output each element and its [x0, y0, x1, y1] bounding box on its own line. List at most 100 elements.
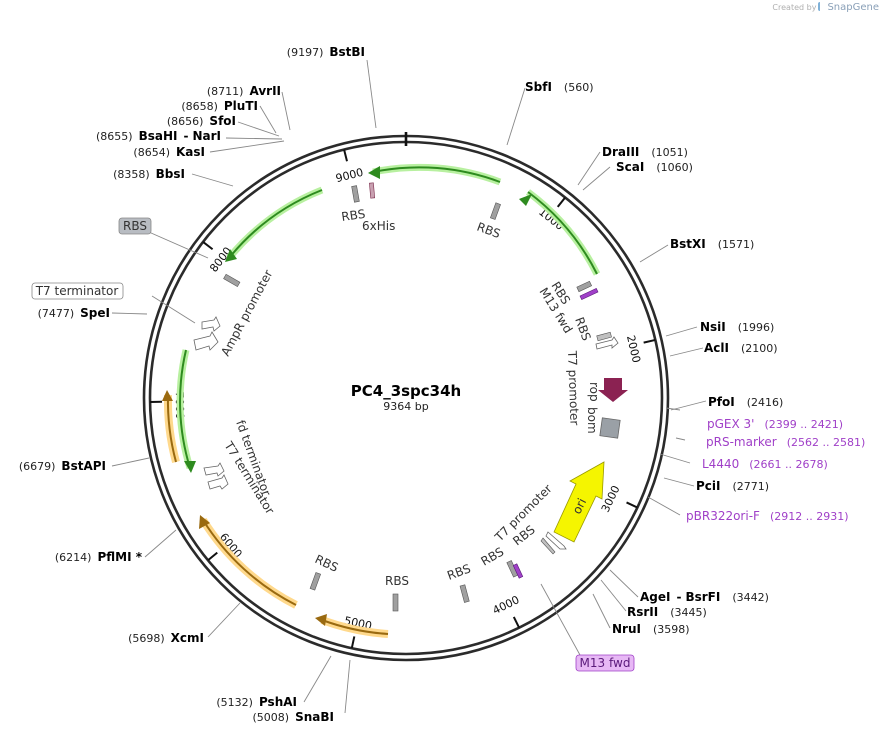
orange-arc-bottom-left	[202, 519, 297, 606]
rbs-box-label: RBS	[123, 219, 147, 233]
enzyme-avrii[interactable]: (8711)AvrII	[207, 84, 281, 98]
primer-prs-marker[interactable]: pRS-marker(2562 .. 2581)	[706, 435, 865, 449]
enzyme-pcii[interactable]: PciI(2771)	[696, 479, 769, 493]
boxed-feature-labels: RBS T7 terminator M13 fwd	[31, 217, 635, 672]
rbs-marker	[540, 537, 556, 555]
enzyme-bsahi[interactable]: (8655)BsaHI-NarI	[96, 129, 221, 143]
plasmid-length: 9364 bp	[383, 400, 428, 413]
enzyme-bbsi[interactable]: (8358)BbsI	[113, 167, 185, 181]
cds-arc-top-left	[228, 189, 323, 259]
rbs-box[interactable]	[118, 217, 152, 235]
enzyme-pluti[interactable]: (8658)PluTI	[181, 99, 258, 113]
restriction-sites: (9197)BstBI SbfI(560) DraIII(1051)ScaI(106…	[19, 45, 783, 724]
enzyme-xcmi[interactable]: (5698)XcmI	[128, 631, 204, 645]
enzyme-rsrii-name: RsrII	[627, 605, 658, 619]
enzyme-pshai-name: PshAI	[259, 695, 297, 709]
sixhis-marker	[369, 182, 376, 199]
cds-arc-right	[527, 191, 598, 275]
enzyme-xcmi-name: XcmI	[171, 631, 204, 645]
cds-arcs	[176, 163, 601, 473]
enzyme-bsahi-separator: -	[183, 129, 188, 143]
enzyme-draiii[interactable]: DraIII(1051)	[602, 145, 688, 159]
enzyme-acli-position: (2100)	[741, 342, 778, 355]
snapgene-logo-icon	[818, 2, 826, 11]
enzyme-nrui[interactable]: NruI(3598)	[612, 622, 690, 636]
enzyme-snabi-name: SnaBI	[295, 710, 334, 724]
t7-terminator-marker	[201, 316, 221, 332]
rbs-d-label: RBS	[445, 561, 472, 582]
enzyme-bstbi[interactable]: (9197)BstBI	[287, 45, 365, 59]
scale-tick	[350, 636, 356, 649]
primer-l4440[interactable]: L4440(2661 .. 2678)	[702, 457, 828, 471]
cds-arrowhead	[184, 461, 196, 473]
bom-label: bom	[585, 407, 599, 434]
primer-pgex3[interactable]: pGEX 3'(2399 .. 2421)	[707, 417, 843, 431]
enzyme-pcii-name: PciI	[696, 479, 721, 493]
enzyme-nsii[interactable]: NsiI(1996)	[700, 320, 774, 334]
enzyme-sfoi-name: SfoI	[209, 114, 236, 128]
rbs-marker	[596, 331, 612, 342]
sixhis-label: 6xHis	[362, 219, 395, 233]
primer-prs-name: pRS-marker	[706, 435, 777, 449]
cds-arc-top	[372, 166, 501, 183]
enzyme-rsrii[interactable]: RsrII(3445)	[627, 605, 707, 619]
enzyme-sbfi-name: SbfI	[525, 80, 552, 94]
enzyme-bstapi-position: (6679)	[19, 460, 56, 473]
t7-terminator-marker	[207, 474, 229, 490]
enzyme-bstxi-position: (1571)	[718, 238, 755, 251]
primer-pgex3-name: pGEX 3'	[707, 417, 754, 431]
enzyme-nrui-position: (3598)	[653, 623, 690, 636]
fd-terminator-marker	[203, 462, 225, 477]
m13-fwd-marker	[579, 287, 599, 301]
scale-tick	[643, 338, 656, 344]
enzyme-acli[interactable]: AclI(2100)	[704, 341, 778, 355]
credit-prefix: Created by	[772, 3, 817, 12]
enzyme-avrii-position: (8711)	[207, 85, 244, 98]
enzyme-spei-position: (7477)	[38, 307, 75, 320]
enzyme-snabi-position: (5008)	[253, 711, 290, 724]
enzyme-sfoi[interactable]: (8656)SfoI	[167, 114, 236, 128]
enzyme-pfoi[interactable]: PfoI(2416)	[708, 395, 783, 409]
scale-tick	[202, 241, 214, 251]
enzyme-agei-name2: BsrFI	[685, 590, 720, 604]
enzyme-sbfi[interactable]: SbfI(560)	[525, 80, 594, 94]
enzyme-bbsi-name: BbsI	[156, 167, 185, 181]
scale-tick	[207, 551, 218, 562]
rbs-marker	[459, 584, 470, 603]
enzyme-agei-name: AgeI	[640, 590, 670, 604]
enzyme-spei-name: SpeI	[80, 306, 110, 320]
enzyme-agei[interactable]: AgeI-BsrFI(3442)	[640, 590, 769, 604]
enzyme-bstapi[interactable]: (6679)BstAPI	[19, 459, 106, 473]
enzyme-pflmi-name: PflMI *	[97, 550, 142, 564]
enzyme-kasi-position: (8654)	[133, 146, 170, 159]
enzyme-kasi[interactable]: (8654)KasI	[133, 145, 205, 159]
m13-fwd-marker	[512, 563, 524, 579]
enzyme-scai-name: ScaI	[616, 160, 644, 174]
enzyme-pshai[interactable]: (5132)PshAI	[216, 695, 297, 709]
primer-pbr322ori[interactable]: pBR322ori-F(2912 .. 2931)	[686, 509, 849, 523]
rbs-f-label: RBS	[313, 552, 341, 575]
rbs-marker	[489, 202, 501, 220]
ampr-promoter-marker	[193, 331, 219, 351]
enzyme-snabi[interactable]: (5008) SnaBI	[253, 710, 334, 724]
enzyme-bstxi[interactable]: BstXI(1571)	[670, 237, 754, 251]
rop-label: rop	[587, 382, 601, 402]
enzyme-bsahi-name: BsaHI	[139, 129, 178, 143]
enzyme-pflmi[interactable]: (6214) PflMI *	[55, 550, 143, 564]
t7-promoter-marker	[595, 336, 619, 350]
m13-fwd-box[interactable]	[575, 654, 635, 672]
enzyme-pflmi-position: (6214)	[55, 551, 92, 564]
rbs-t7-label: RBS	[572, 315, 593, 342]
t7-terminator-box[interactable]	[31, 282, 124, 300]
enzyme-nsii-name: NsiI	[700, 320, 726, 334]
enzyme-spei[interactable]: (7477) SpeI	[38, 306, 110, 320]
rbs-top-left-label: RBS	[340, 207, 366, 224]
enzyme-draiii-name: DraIII	[602, 145, 639, 159]
scale-tick-label: 9000	[334, 166, 364, 185]
enzyme-bsahi-name2: NarI	[192, 129, 221, 143]
rbs-c-label: RBS	[479, 544, 507, 568]
cds-arrowhead	[519, 194, 532, 206]
enzyme-scai[interactable]: ScaI(1060)	[616, 160, 693, 174]
